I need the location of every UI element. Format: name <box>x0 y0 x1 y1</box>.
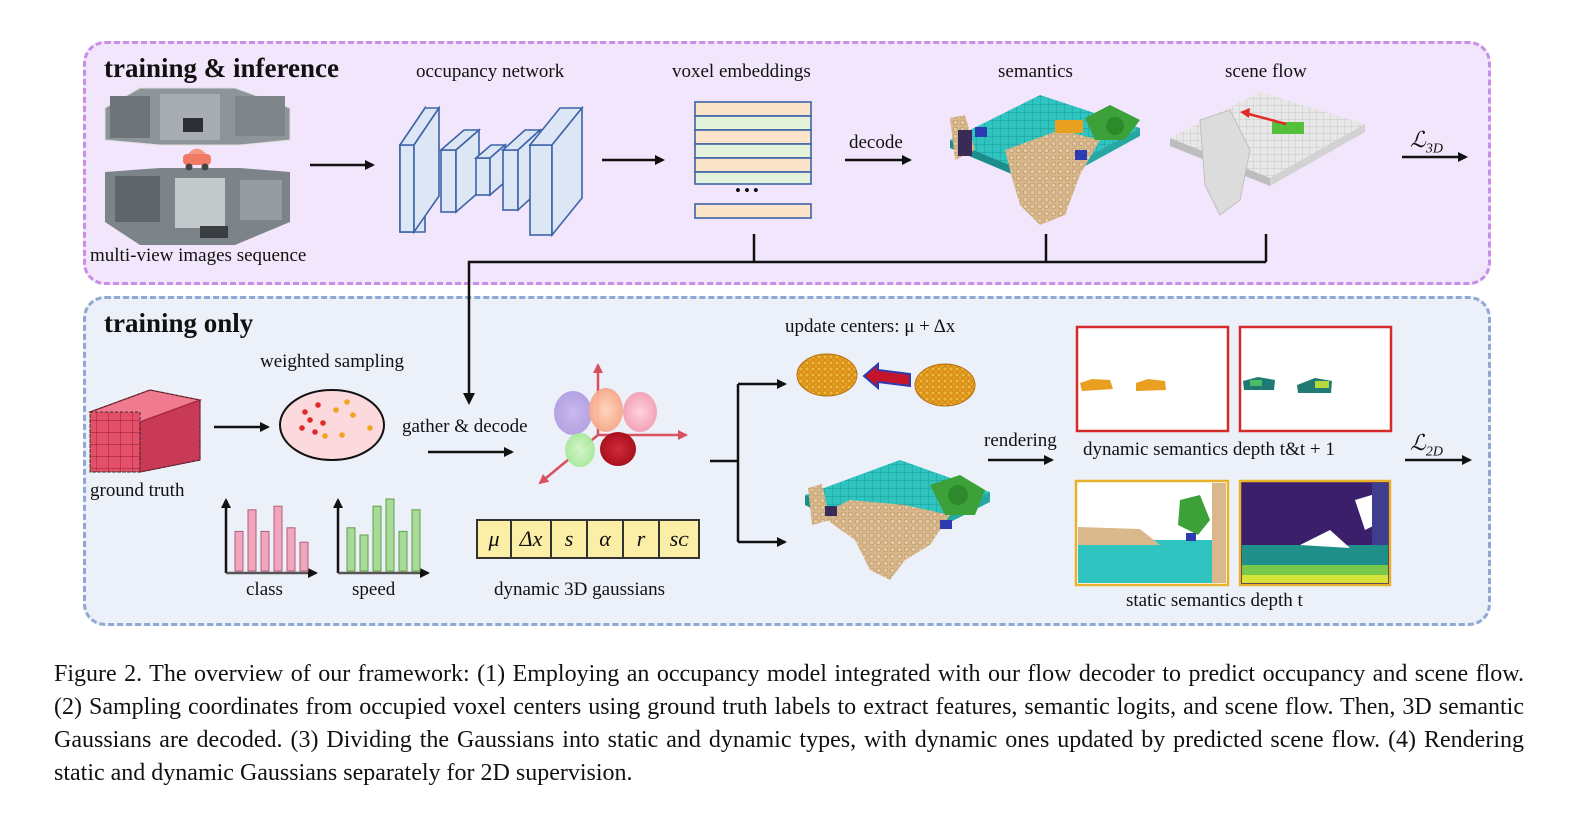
multiview-images-label: multi-view images sequence <box>90 245 307 266</box>
voxel-embeddings-icon <box>694 101 812 219</box>
speed-bar-5 <box>411 509 421 572</box>
ground-truth-label: ground truth <box>90 480 185 501</box>
occupancy-network-icon <box>398 105 584 238</box>
embeddings-ellipsis: ••• <box>735 181 762 200</box>
speed-bar-2 <box>372 505 382 572</box>
class-histogram <box>221 498 318 578</box>
voxel-embeddings-label: voxel embeddings <box>672 61 811 82</box>
dynamic-gaussians-label: dynamic 3D gaussians <box>494 579 665 600</box>
gaussian-param-delta-x: Δx <box>512 519 552 559</box>
static-dynamic-branch <box>710 384 740 542</box>
weighted-sampling-label: weighted sampling <box>260 351 405 372</box>
figure-caption: Figure 2. The overview of our framework:… <box>54 661 1524 786</box>
speed-histogram <box>333 498 430 578</box>
car-icon <box>183 148 211 171</box>
dynamic-semantics-render <box>1075 325 1230 433</box>
gaussian-param-alpha: α <box>588 519 624 559</box>
speed-bar-1 <box>359 534 369 572</box>
scene-flow-label: scene flow <box>1225 61 1307 82</box>
speed-bar-4 <box>398 530 408 572</box>
speed-bar-3 <box>385 498 395 572</box>
update-centers-label: update centers: μ + Δx <box>785 316 956 337</box>
static-depth-render <box>1238 479 1392 587</box>
rendering-label: rendering <box>984 430 1057 451</box>
gaussian-param-rotation: r <box>624 519 660 559</box>
class-bar-1 <box>247 509 257 572</box>
flow-update-arrow <box>862 361 911 391</box>
panel-title-training-only: training only <box>104 308 254 338</box>
scene-flow-voxel-scene <box>1170 92 1365 216</box>
static-depth-label: static semantics depth t <box>1126 590 1303 611</box>
dynamic-object-original <box>914 363 976 407</box>
gaussian-param-mu: μ <box>476 519 512 559</box>
static-semantics-render <box>1074 479 1230 587</box>
gather-decode-label: gather & decode <box>402 416 528 437</box>
class-bar-3 <box>273 505 283 572</box>
ground-truth-voxel-cube <box>87 389 203 473</box>
dynamic-depth-render <box>1238 325 1393 433</box>
loss-2d-label: ℒ2D <box>1410 430 1443 460</box>
class-bar-0 <box>234 530 244 572</box>
semantics-label: semantics <box>998 61 1073 82</box>
class-label: class <box>246 579 283 600</box>
occupancy-network-label: occupancy network <box>416 61 565 82</box>
flow-vector <box>1244 111 1287 126</box>
decode-label: decode <box>849 132 903 153</box>
feature-connectors <box>467 234 1268 397</box>
gaussian-param-semantic: sᴄ <box>660 519 700 559</box>
static-voxel-scene <box>805 460 990 580</box>
gaussian-param-scale: s <box>552 519 588 559</box>
speed-label: speed <box>352 579 396 600</box>
panel-title-training-inference: training & inference <box>104 53 339 83</box>
arrow-to-gather <box>463 393 475 405</box>
dynamic-depth-label: dynamic semantics depth t&t + 1 <box>1083 439 1335 460</box>
loss-3d-label: ℒ3D <box>1410 127 1443 157</box>
framework-diagram <box>87 87 1472 587</box>
class-bar-2 <box>260 530 270 572</box>
dynamic-object-updated <box>796 353 858 397</box>
gaussian-cluster-icon <box>538 363 688 485</box>
class-bar-5 <box>299 541 309 572</box>
multiview-images <box>104 87 291 245</box>
semantics-voxel-scene <box>950 95 1140 225</box>
speed-bar-0 <box>346 527 356 572</box>
class-bar-4 <box>286 527 296 572</box>
weighted-sampling-icon <box>279 389 385 461</box>
